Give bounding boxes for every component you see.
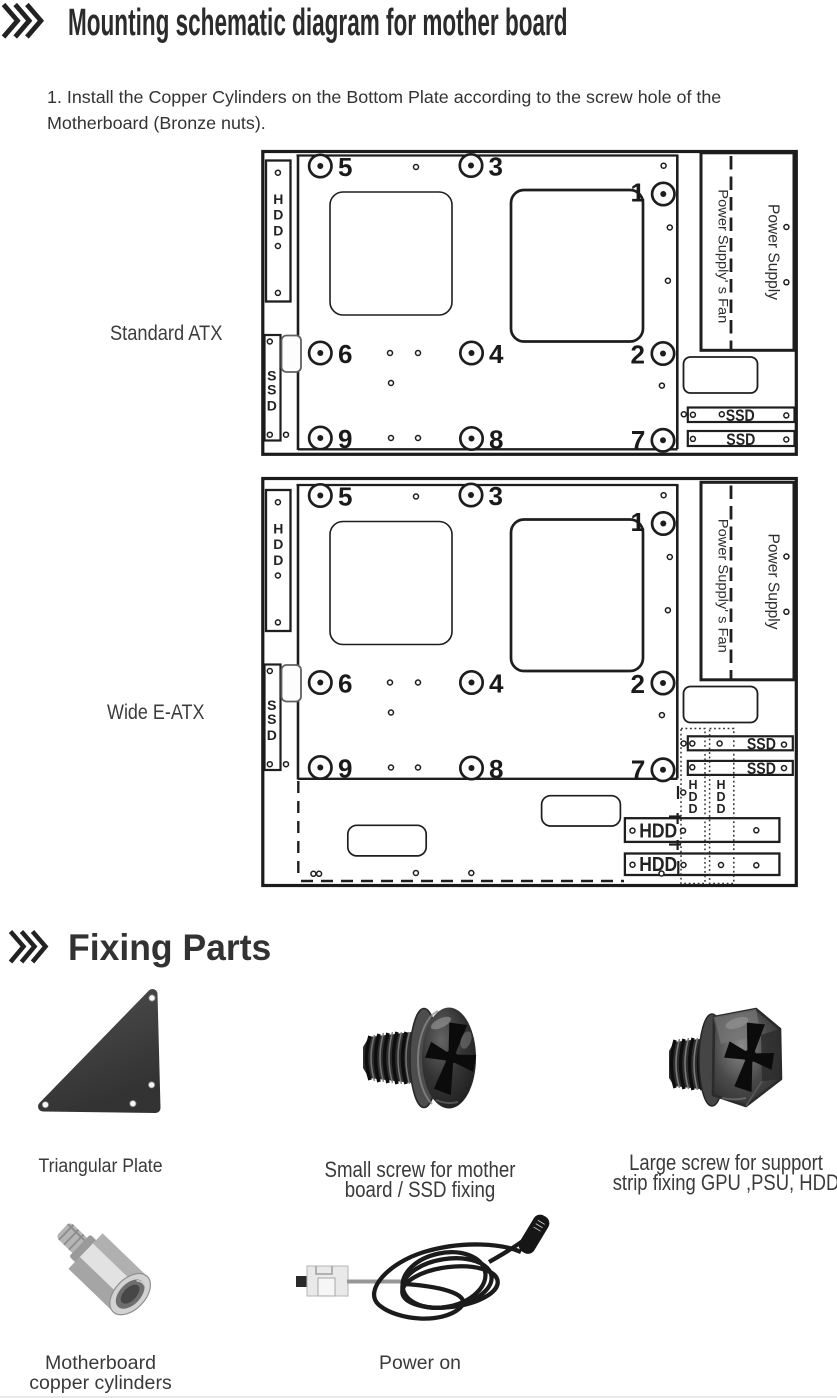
- svg-text:SSD: SSD: [726, 430, 755, 449]
- svg-text:SSD: SSD: [747, 734, 776, 753]
- svg-text:HDD: HDD: [639, 821, 677, 843]
- svg-text:SSD: SSD: [726, 406, 755, 425]
- svg-text:D: D: [716, 802, 725, 816]
- svg-text:H: H: [688, 778, 697, 792]
- svg-text:HDD: HDD: [639, 854, 677, 876]
- svg-text:SSD: SSD: [747, 759, 776, 778]
- svg-text:H: H: [716, 778, 725, 792]
- svg-text:D: D: [688, 802, 697, 816]
- svg-text:D: D: [688, 790, 697, 804]
- svg-text:D: D: [716, 790, 725, 804]
